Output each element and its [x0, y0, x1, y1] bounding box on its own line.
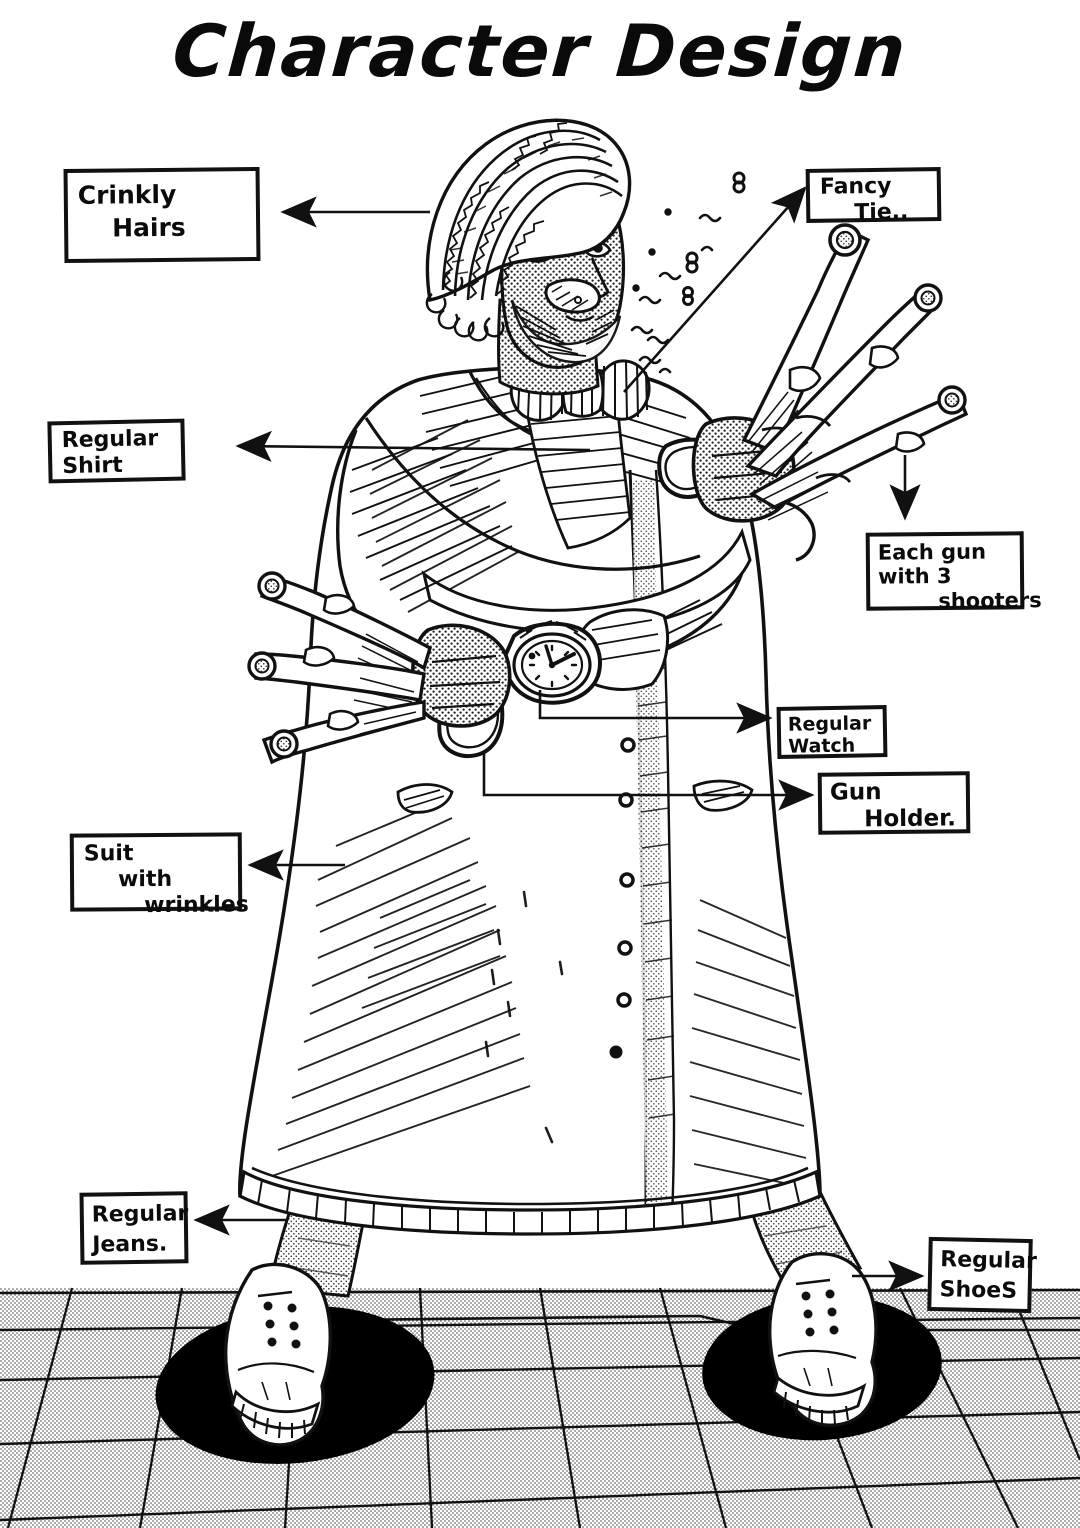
callout-line: Hairs [111, 212, 186, 243]
decorative-squiggles [630, 171, 746, 374]
callout-line: Tie.. [854, 199, 909, 226]
callout-line: with [117, 866, 173, 893]
callout-gun-holder[interactable]: Gun Holder. [817, 771, 971, 835]
callout-line: Watch [788, 734, 856, 758]
callout-each-gun-three-shooters[interactable]: Each gun with 3 shooters [865, 531, 1042, 613]
left-shoe [223, 1262, 332, 1447]
callout-line: Holder. [864, 805, 957, 833]
callout-line: Each gun [877, 539, 987, 565]
callout-line: with 3 [877, 564, 952, 589]
callout-regular-jeans[interactable]: Regular Jeans. [79, 1191, 189, 1265]
callout-line: Gun [829, 779, 882, 806]
crinkly-hair [425, 118, 632, 342]
leader-gun-holder [482, 752, 815, 811]
callout-line: Crinkly [77, 179, 177, 210]
callout-crinkly-hairs[interactable]: Crinkly Hairs [63, 166, 261, 264]
callout-line: Suit [83, 841, 134, 867]
right-shoe [767, 1252, 878, 1427]
callout-line: Shirt [62, 452, 123, 480]
leader-regular-watch [538, 690, 773, 734]
callout-line: Regular [91, 1201, 189, 1228]
leader-regular-shirt [235, 430, 591, 462]
trench-coat [238, 366, 822, 1236]
callout-line: shooters [938, 587, 1042, 613]
beard [515, 305, 615, 357]
right-gun-three-barrels [691, 223, 969, 523]
callout-line: Regular [61, 426, 159, 454]
callout-line: ShoeS [939, 1276, 1018, 1304]
callout-suit-with-wrinkles[interactable]: Suit with wrinkles [69, 832, 249, 918]
callout-line: wrinkles [144, 892, 249, 918]
callout-fancy-tie[interactable]: Fancy Tie.. [805, 167, 942, 226]
callout-regular-shoes[interactable]: Regular ShoeS [927, 1236, 1038, 1314]
leader-fancy-tie [623, 186, 807, 393]
callout-line: Jeans. [92, 1231, 168, 1258]
callout-regular-shirt[interactable]: Regular Shirt [47, 418, 186, 484]
left-gun-three-barrels [247, 571, 512, 765]
callout-line: Fancy [819, 173, 892, 200]
callout-regular-watch[interactable]: Regular Watch [776, 705, 888, 759]
callout-line: Regular [940, 1247, 1038, 1275]
callout-line: Regular [787, 712, 872, 736]
wristwatch [503, 620, 602, 705]
